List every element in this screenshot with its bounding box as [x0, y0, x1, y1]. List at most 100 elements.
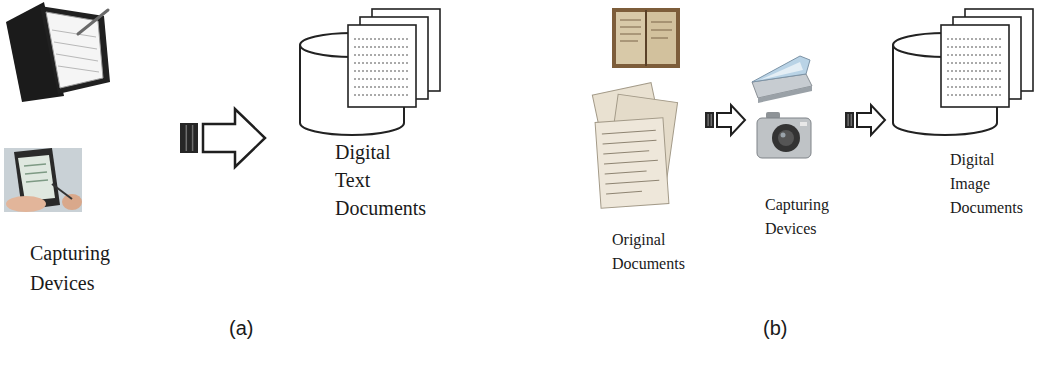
arrow-tail — [845, 112, 854, 128]
smartphone-photo — [6, 196, 46, 212]
database-icon — [354, 87, 410, 88]
papers-photo — [602, 130, 660, 194]
papers-photo — [592, 83, 677, 209]
database-icon — [947, 39, 1003, 95]
book-photo — [651, 30, 672, 31]
tablet-icon — [46, 12, 103, 88]
smartphone-photo — [26, 180, 48, 182]
camera-icon — [800, 122, 807, 126]
arrow-body — [857, 105, 885, 135]
database-icon — [354, 71, 410, 72]
document-group: Original Documents — [588, 5, 700, 280]
database-icon — [354, 63, 410, 64]
node-label: Original Documents — [612, 228, 685, 276]
scanner-icon — [760, 62, 803, 80]
camera-icon — [757, 118, 811, 158]
book-photo — [651, 38, 668, 39]
book-photo — [620, 41, 638, 42]
database-icon — [893, 9, 1033, 135]
smartphone-photo — [25, 172, 47, 174]
camera-icon — [778, 130, 794, 146]
database-store: Digital Image Documents — [893, 5, 1043, 235]
arrow-tail — [705, 112, 714, 128]
tablet-icon — [58, 66, 99, 72]
database-icon — [354, 47, 410, 48]
book-photo — [651, 22, 672, 23]
database-icon — [354, 39, 410, 95]
papers-photo — [604, 160, 658, 164]
book-photo — [612, 8, 680, 68]
papers-photo — [595, 118, 669, 209]
scanner-icon — [758, 86, 812, 103]
database-icon — [947, 71, 1003, 72]
tablet-icon — [78, 10, 108, 34]
book-photo — [620, 20, 641, 21]
smartphone-photo — [52, 184, 72, 199]
database-icon — [947, 39, 1003, 40]
arrow-body — [717, 105, 745, 135]
arrow-tail — [180, 123, 198, 153]
database-store: Digital Text Documents — [300, 5, 450, 230]
database-icon — [354, 39, 410, 40]
smartphone-photo — [4, 148, 82, 212]
smartphone-photo — [18, 155, 55, 201]
arrow-tail — [707, 114, 709, 126]
smartphone-photo — [24, 164, 46, 166]
block-arrow — [180, 109, 265, 167]
node-label: Digital Image Documents — [950, 148, 1023, 220]
database-icon — [947, 79, 1003, 80]
papers-photo — [603, 140, 657, 144]
database-icon — [947, 63, 1003, 64]
tablet-icon — [6, 2, 110, 102]
camera-icon — [772, 124, 800, 152]
book-photo — [647, 12, 676, 64]
papers-photo — [606, 191, 642, 194]
database-icon — [354, 95, 410, 96]
tablet-icon — [40, 6, 110, 94]
arrow-body — [203, 109, 265, 167]
tablet-icon — [52, 30, 96, 37]
papers-photo — [605, 180, 659, 184]
scanner-icon — [752, 56, 810, 82]
smartphone-photo — [62, 194, 82, 210]
papers-photo — [603, 151, 649, 154]
block-arrow — [845, 105, 885, 135]
book-photo — [620, 20, 672, 41]
book-photo — [620, 27, 641, 28]
tablet-icon — [54, 42, 97, 49]
database-icon — [354, 55, 410, 56]
camera-icon — [757, 112, 811, 158]
arrow-tail — [192, 125, 194, 151]
book-photo — [612, 8, 680, 68]
device-group: Capturing Devices — [4, 0, 125, 305]
book-photo — [620, 34, 641, 35]
database-icon — [348, 25, 416, 107]
database-icon — [300, 9, 440, 135]
database-icon — [947, 55, 1003, 56]
panel-label: (a) — [229, 316, 253, 340]
camera-icon — [781, 133, 786, 138]
panel-label: (b) — [763, 316, 787, 340]
tablet-icon — [56, 54, 98, 61]
papers-photo — [602, 130, 656, 134]
papers-photo — [605, 171, 647, 174]
database-icon — [947, 87, 1003, 88]
node-label: Capturing Devices — [765, 193, 829, 241]
block-arrow — [705, 105, 745, 135]
arrow-tail — [851, 114, 853, 126]
arrow-tail — [186, 125, 188, 151]
arrow-tail — [711, 114, 713, 126]
device-group: Capturing Devices — [748, 50, 838, 245]
node-label: Capturing Devices — [30, 238, 110, 298]
scanner-icon — [752, 56, 812, 103]
arrow-tail — [847, 114, 849, 126]
database-icon — [947, 95, 1003, 96]
smartphone-photo — [4, 148, 82, 212]
database-icon — [941, 25, 1009, 107]
database-icon — [947, 47, 1003, 48]
database-icon — [354, 79, 410, 80]
book-photo — [616, 12, 645, 64]
